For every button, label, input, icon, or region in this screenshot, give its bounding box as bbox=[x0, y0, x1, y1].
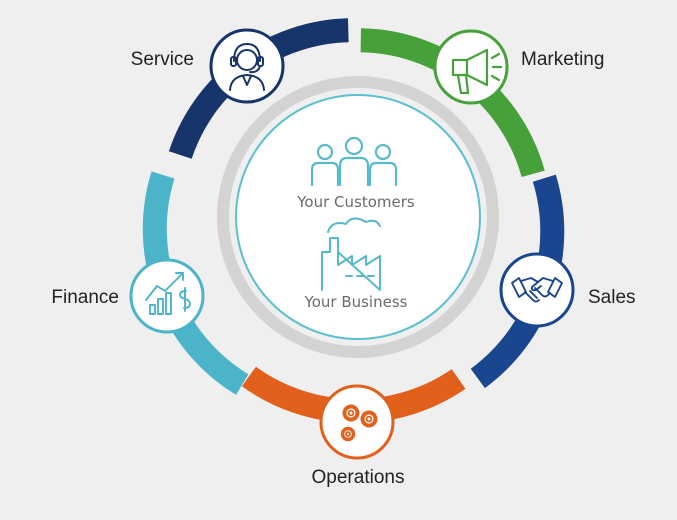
marketing-node[interactable]: Marketing bbox=[433, 29, 604, 105]
center-business-label: Your Business bbox=[304, 293, 408, 311]
handshake-icon bbox=[511, 277, 563, 303]
center-disc bbox=[235, 94, 481, 340]
people-group-icon bbox=[310, 136, 398, 187]
service-node[interactable]: Service bbox=[131, 28, 285, 104]
growth-chart-icon bbox=[145, 272, 191, 315]
factory-icon bbox=[321, 217, 381, 291]
gears-icon bbox=[340, 404, 378, 442]
center-customers-label: Your Customers bbox=[296, 193, 415, 211]
sales-node[interactable]: Sales bbox=[499, 252, 636, 328]
operations-node[interactable]: Operations bbox=[312, 384, 405, 488]
megaphone-icon bbox=[451, 48, 503, 95]
marketing-label: Marketing bbox=[521, 49, 604, 70]
grey-ring bbox=[217, 76, 499, 358]
service-label: Service bbox=[131, 49, 194, 70]
finance-node[interactable]: Finance bbox=[51, 258, 205, 334]
headset-agent-icon bbox=[229, 43, 265, 91]
finance-label: Finance bbox=[51, 287, 119, 308]
sales-label: Sales bbox=[588, 287, 636, 308]
operations-label: Operations bbox=[312, 467, 405, 488]
